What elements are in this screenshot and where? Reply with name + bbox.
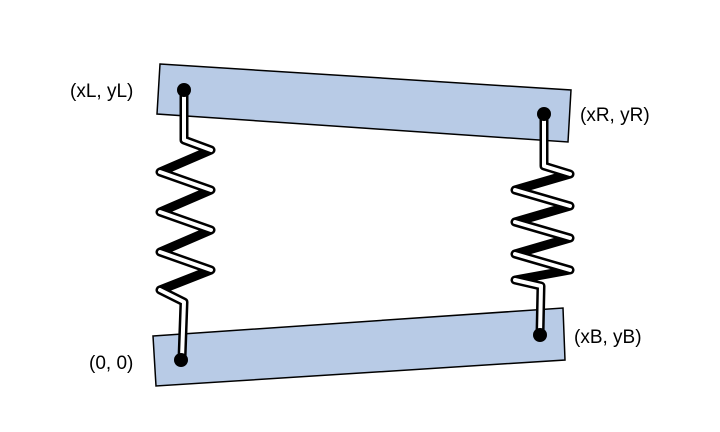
right-spring xyxy=(510,110,575,339)
left-spring xyxy=(155,87,216,363)
point-top-right xyxy=(537,107,551,121)
right-spring-front xyxy=(513,113,572,336)
point-bottom-left xyxy=(174,353,188,367)
top-bar xyxy=(156,63,572,143)
point-top-left xyxy=(177,83,191,97)
left-spring-front xyxy=(158,90,213,360)
bottom-bar xyxy=(152,307,566,387)
label-bottom-right: (xB, yB) xyxy=(574,327,642,348)
label-top-left: (xL, yL) xyxy=(70,81,133,102)
point-bottom-right xyxy=(533,328,547,342)
label-bottom-left: (0, 0) xyxy=(89,353,133,374)
label-top-right: (xR, yR) xyxy=(580,105,650,126)
